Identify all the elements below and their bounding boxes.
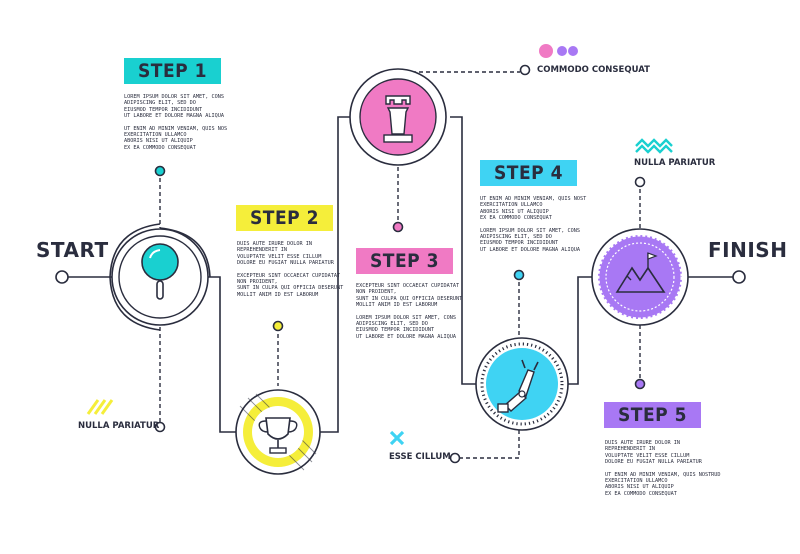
step4-text-1: UT ENIM AD MINIM VENIAM, QUIS NOST EXERC… <box>480 196 587 222</box>
step2-text-2: EXCEPTEUR SINT OCCAECAT CUPIDATAT NON PR… <box>237 272 344 298</box>
step5-text-2: UT ENIM AD MINIM VENIAM, QUIS NOSTRUD EX… <box>605 471 721 497</box>
decor-cross <box>389 430 405 446</box>
step1-text-2: UT ENIM AD MINIM VENIAM, QUIS NOS EXERCI… <box>124 125 228 151</box>
step4-label: STEP 4 <box>480 160 578 186</box>
step5-node <box>591 228 689 326</box>
step2-node <box>235 389 321 475</box>
step4-description: UT ENIM AD MINIM VENIAM, QUIS NOST EXERC… <box>480 196 586 259</box>
step1-description: LOREM IPSUM DOLOR SIT AMET, CONS ADIPISC… <box>124 94 227 157</box>
nulla-bottom-label: NULLA PARIATUR <box>78 421 160 431</box>
nulla-top-label: NULLA PARIATUR <box>634 158 716 168</box>
finish-label: FINISH <box>708 238 788 262</box>
step5-label: STEP 5 <box>604 402 702 428</box>
step3-description: EXCEPTEUR SINT OCCAECAT CUPIDATAT NON PR… <box>356 283 462 346</box>
step1-label: STEP 1 <box>124 58 222 84</box>
step1-text-1: LOREM IPSUM DOLOR SIT AMET, CONS ADIPISC… <box>124 94 224 120</box>
step3-text-1: EXCEPTEUR SINT OCCAECAT CUPIDATAT NON PR… <box>356 283 463 309</box>
step2-description: DUIS AUTE IRURE DOLOR IN REPREHENDERIT I… <box>237 241 343 304</box>
step5-text-1: DUIS AUTE IRURE DOLOR IN REPREHENDERIT I… <box>605 440 702 466</box>
decor-slashes <box>86 399 114 415</box>
step3-label: STEP 3 <box>356 248 454 274</box>
decor-dots <box>539 44 578 58</box>
step3-node <box>349 68 447 166</box>
step4-text-2: LOREM IPSUM DOLOR SIT AMET, CONS ADIPISC… <box>480 227 580 253</box>
start-label: START <box>36 238 109 262</box>
step4-node <box>475 337 569 431</box>
decor-zigzag <box>635 138 673 154</box>
step2-text-1: DUIS AUTE IRURE DOLOR IN REPREHENDERIT I… <box>237 241 334 267</box>
start-dot <box>55 270 69 284</box>
esse-label: ESSE CILLUM <box>389 452 451 462</box>
step5-description: DUIS AUTE IRURE DOLOR IN REPREHENDERIT I… <box>605 440 721 503</box>
finish-dot <box>732 270 746 284</box>
step2-label: STEP 2 <box>236 205 334 231</box>
step3-text-2: LOREM IPSUM DOLOR SIT AMET, CONS ADIPISC… <box>356 314 456 340</box>
commodo-label: COMMODO CONSEQUAT <box>537 65 650 75</box>
step1-node <box>111 228 209 326</box>
